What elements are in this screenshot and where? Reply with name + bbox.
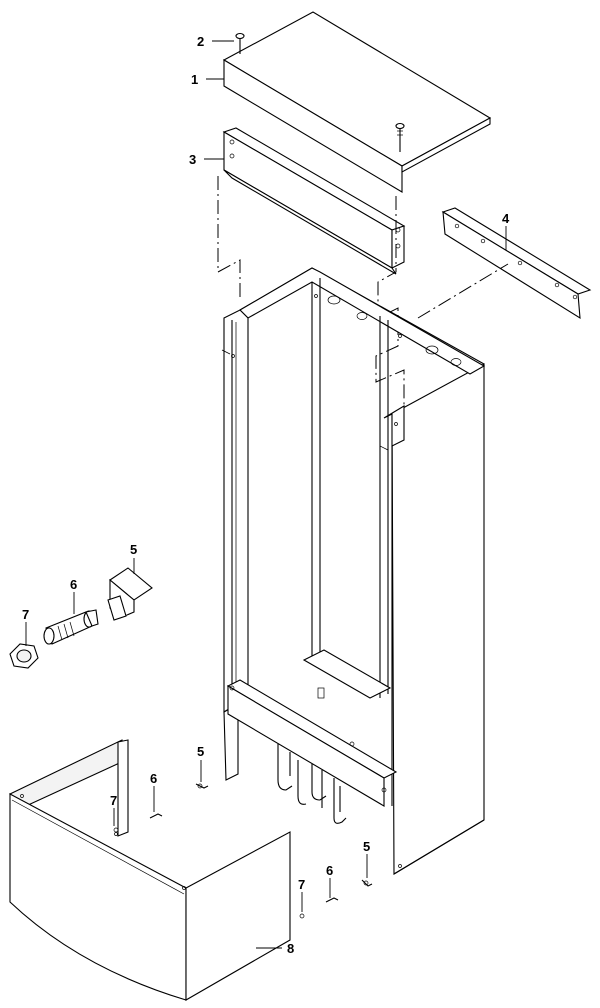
- clip-part: [107, 567, 153, 621]
- callout-2-top: 2: [197, 34, 204, 49]
- top-cover-part: [222, 11, 492, 193]
- callout-7-right: 7: [298, 877, 305, 892]
- small-screw-parts: [195, 783, 373, 887]
- union-fitting-part: [43, 609, 99, 645]
- upper-bracket-part: [222, 127, 406, 275]
- front-panel-part: [8, 739, 339, 1001]
- callout-4: 4: [502, 211, 510, 226]
- callout-6-mid: 6: [150, 771, 157, 786]
- callout-5-left: 5: [130, 542, 137, 557]
- callout-leaders: [25, 40, 507, 949]
- callout-7-left: 7: [22, 607, 29, 622]
- main-casing-part: [221, 267, 486, 875]
- callout-labels: 2 1 3 4 5 6 7 5 6 7 5 7 6 8: [22, 34, 510, 956]
- callout-6-left: 6: [70, 577, 77, 592]
- callout-3: 3: [189, 152, 196, 167]
- callout-1: 1: [191, 72, 198, 87]
- callout-8: 8: [287, 941, 294, 956]
- nut-part: [9, 643, 39, 669]
- screw-part: [235, 32, 405, 152]
- callout-5-lower: 5: [197, 744, 204, 759]
- callout-7-mid: 7: [110, 793, 117, 808]
- callout-6-right: 6: [326, 863, 333, 878]
- callout-5-right: 5: [363, 839, 370, 854]
- side-rail-part: [441, 207, 592, 320]
